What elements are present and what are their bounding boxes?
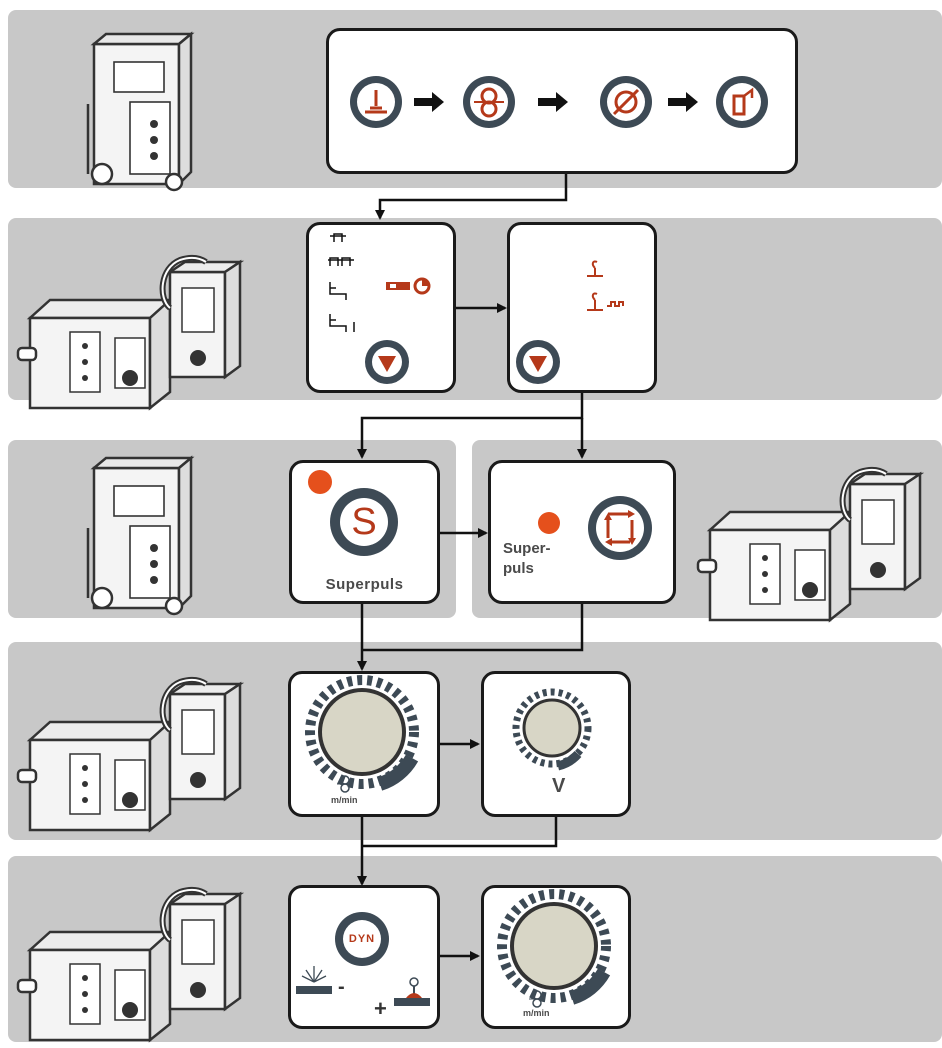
two-step-icon <box>330 233 346 242</box>
dyn-button-inner[interactable] <box>343 920 381 958</box>
cycle-icon <box>588 496 652 560</box>
shielding-gas-icon <box>716 76 768 128</box>
wire-diameter-icon <box>600 76 652 128</box>
pulse-welding-icon <box>587 292 624 311</box>
wire-feed-icon <box>463 76 515 128</box>
wire-speed-unit-2: m/min <box>523 1008 550 1018</box>
voltage-unit: V <box>552 775 566 797</box>
superpuls-label-line-1: Super- <box>503 540 551 557</box>
hard-arc-icon <box>394 977 430 1006</box>
down-button-icon-2 <box>516 340 560 384</box>
operating-mode-icons <box>328 233 431 384</box>
standard-welding-icon <box>587 260 603 277</box>
four-step-icon <box>328 257 354 266</box>
arrow-right-icon-3 <box>668 92 698 112</box>
wire-speed-unit: m/min <box>331 795 358 805</box>
operating-mode-selector[interactable] <box>306 222 456 393</box>
welding-process-icon <box>350 76 402 128</box>
wire-feed-small-icon <box>337 775 353 793</box>
arrow-right-icon-2 <box>538 92 568 112</box>
superpuls-led-2 <box>538 512 560 534</box>
down-button-icon <box>365 340 409 384</box>
setup-sequence-icons <box>350 76 768 128</box>
arrow-right-icon-1 <box>414 92 444 112</box>
dyn-label: DYN <box>348 933 376 945</box>
special-two-step-icon <box>329 282 347 300</box>
spot-welding-icon <box>386 277 431 295</box>
soft-arc-icon <box>296 966 332 994</box>
superpuls-led <box>308 470 332 494</box>
special-four-step-icon <box>329 314 355 332</box>
wire-speed-knob-2-dial[interactable] <box>498 890 618 1010</box>
superpuls-s-icon-inner <box>340 498 388 546</box>
wire-feed-small-icon-2 <box>529 990 545 1008</box>
dyn-minus: - <box>338 976 345 998</box>
wire-speed-knob-dial[interactable] <box>306 676 426 796</box>
superpuls-s-letter: S <box>351 501 377 543</box>
superpuls-label: Superpuls <box>325 576 404 593</box>
welding-type-icons <box>516 260 624 384</box>
superpuls-label-line-2: puls <box>503 560 534 577</box>
voltage-knob-dial[interactable] <box>512 688 602 780</box>
dyn-plus: + <box>374 996 387 1021</box>
